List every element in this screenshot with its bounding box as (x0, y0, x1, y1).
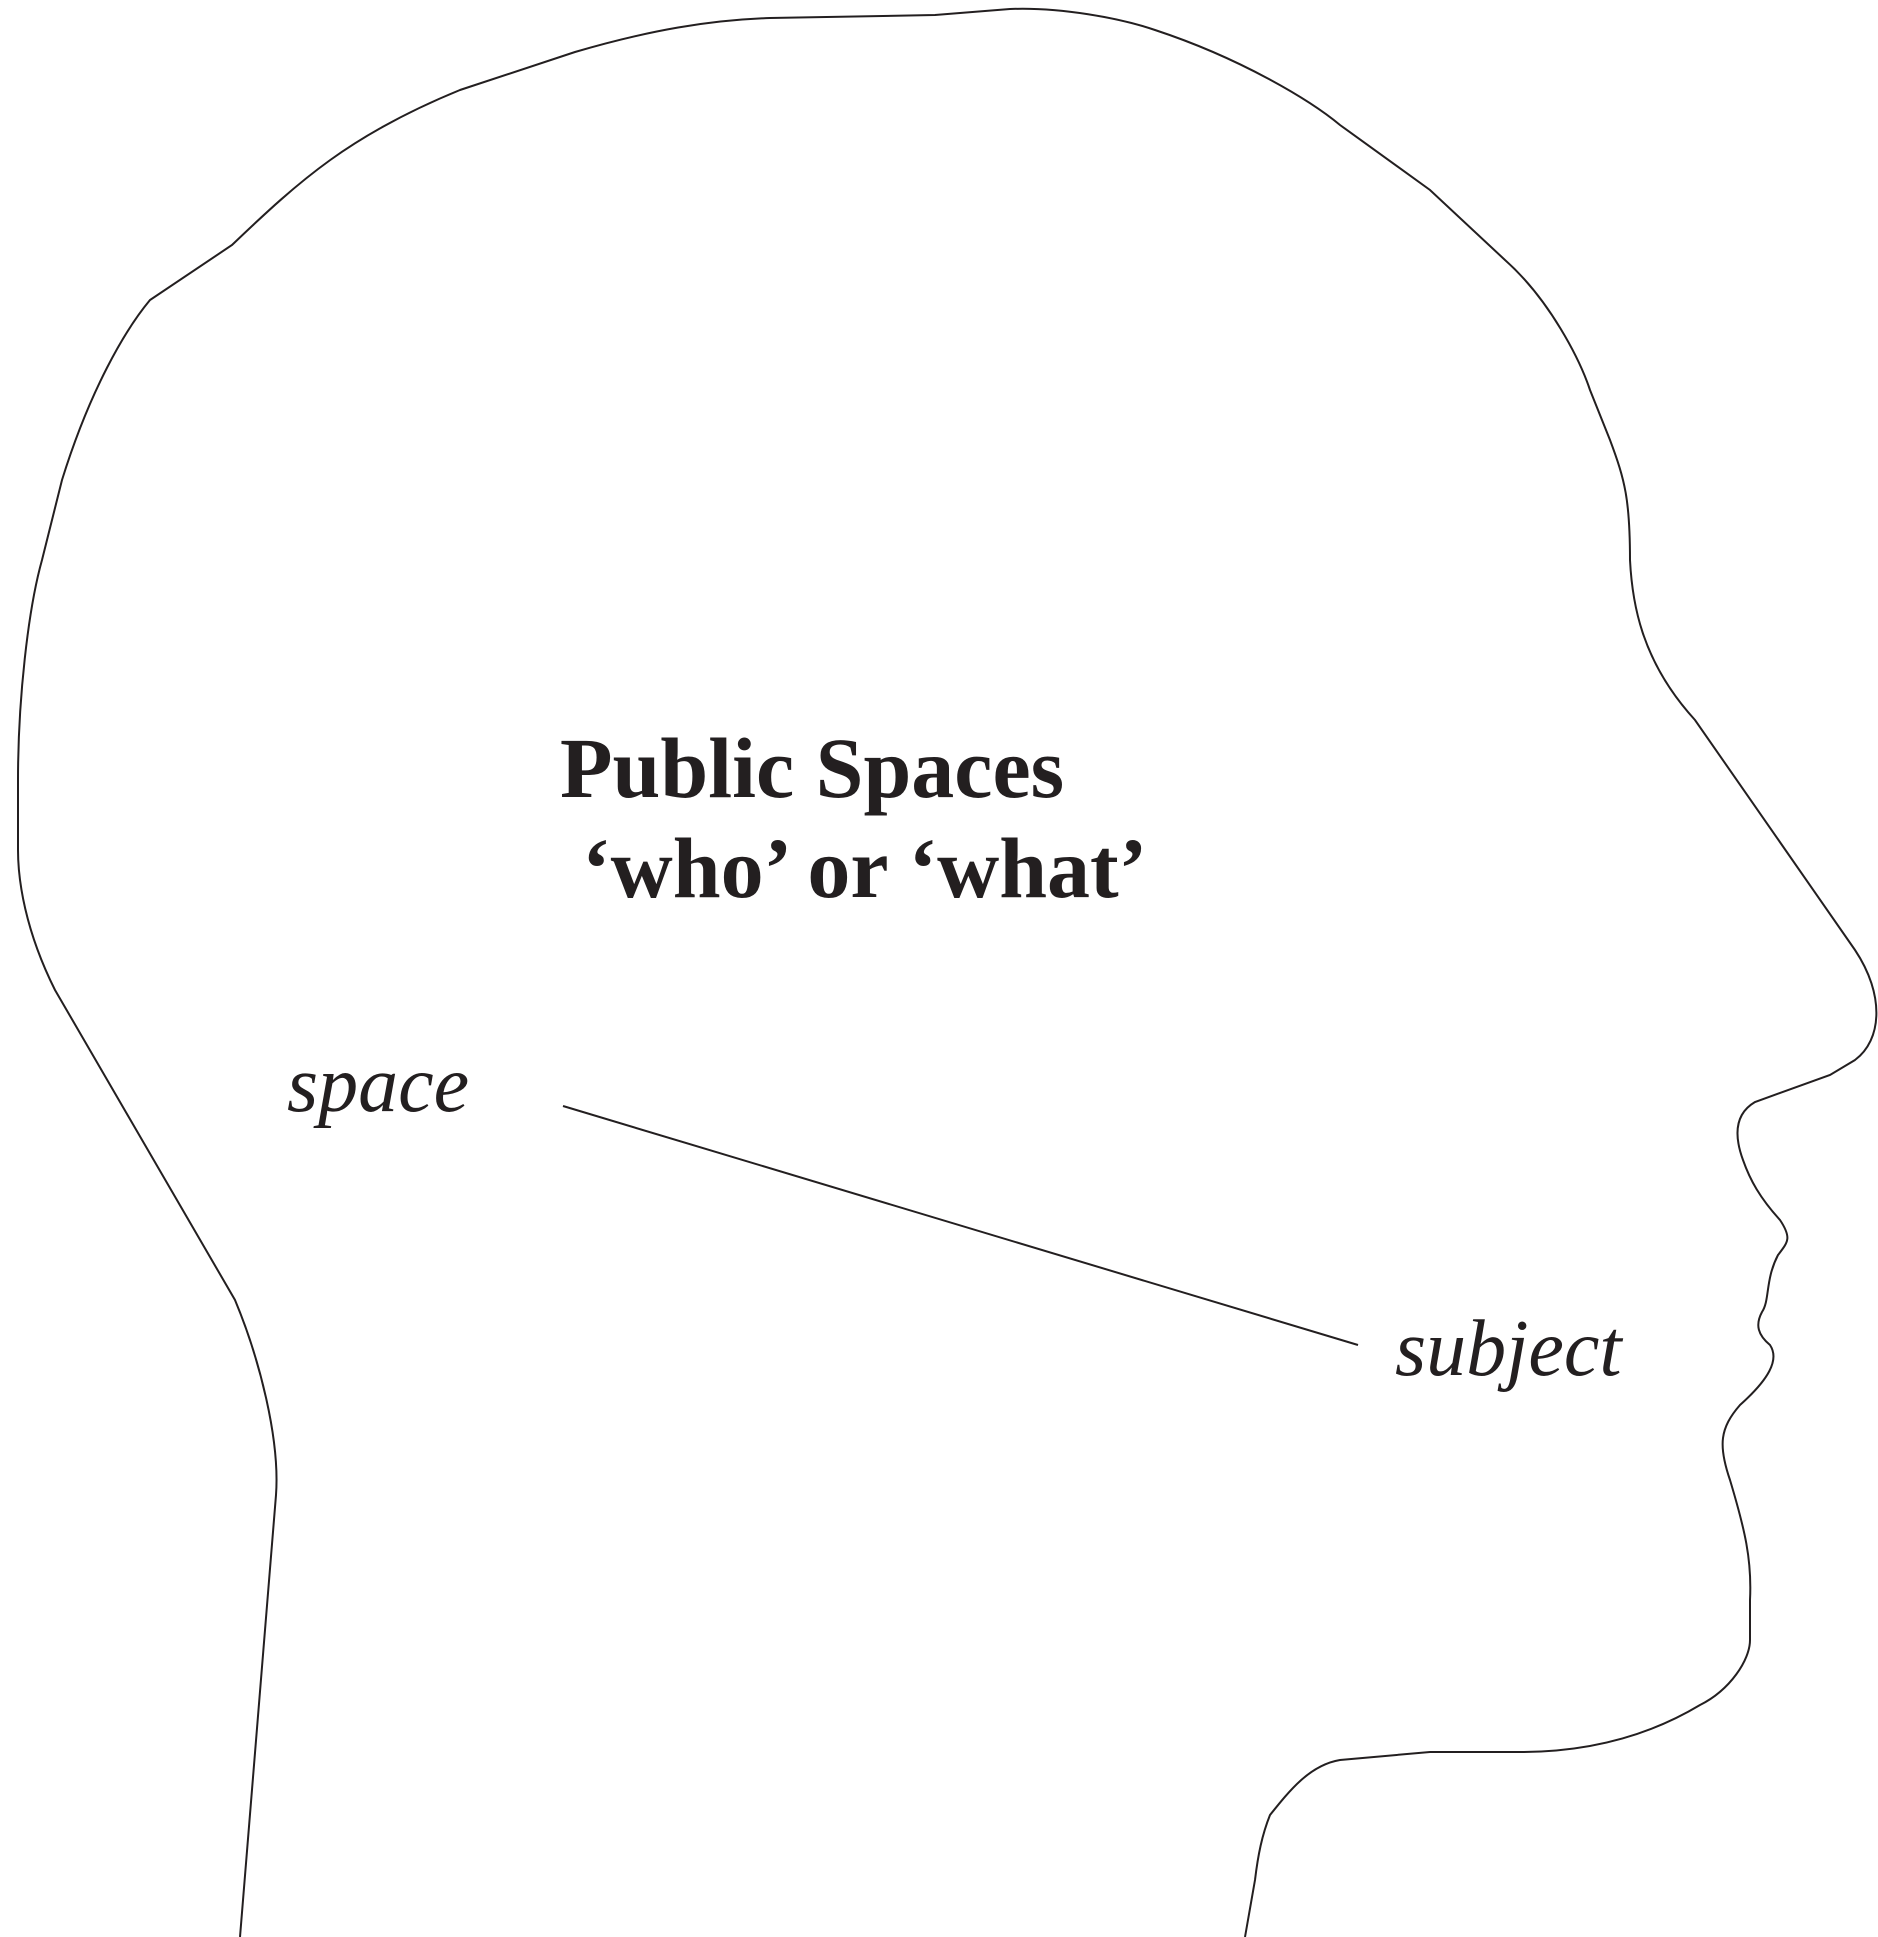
title-line-2: ‘who’ or ‘what’ (560, 818, 1180, 918)
diagram-title: Public Spaces ‘who’ or ‘what’ (560, 718, 1180, 918)
head-outline (18, 9, 1876, 1937)
title-line-1: Public Spaces (560, 718, 1180, 818)
connector-line (563, 1106, 1358, 1345)
label-space: space (287, 1040, 469, 1130)
label-subject: subject (1395, 1304, 1622, 1394)
